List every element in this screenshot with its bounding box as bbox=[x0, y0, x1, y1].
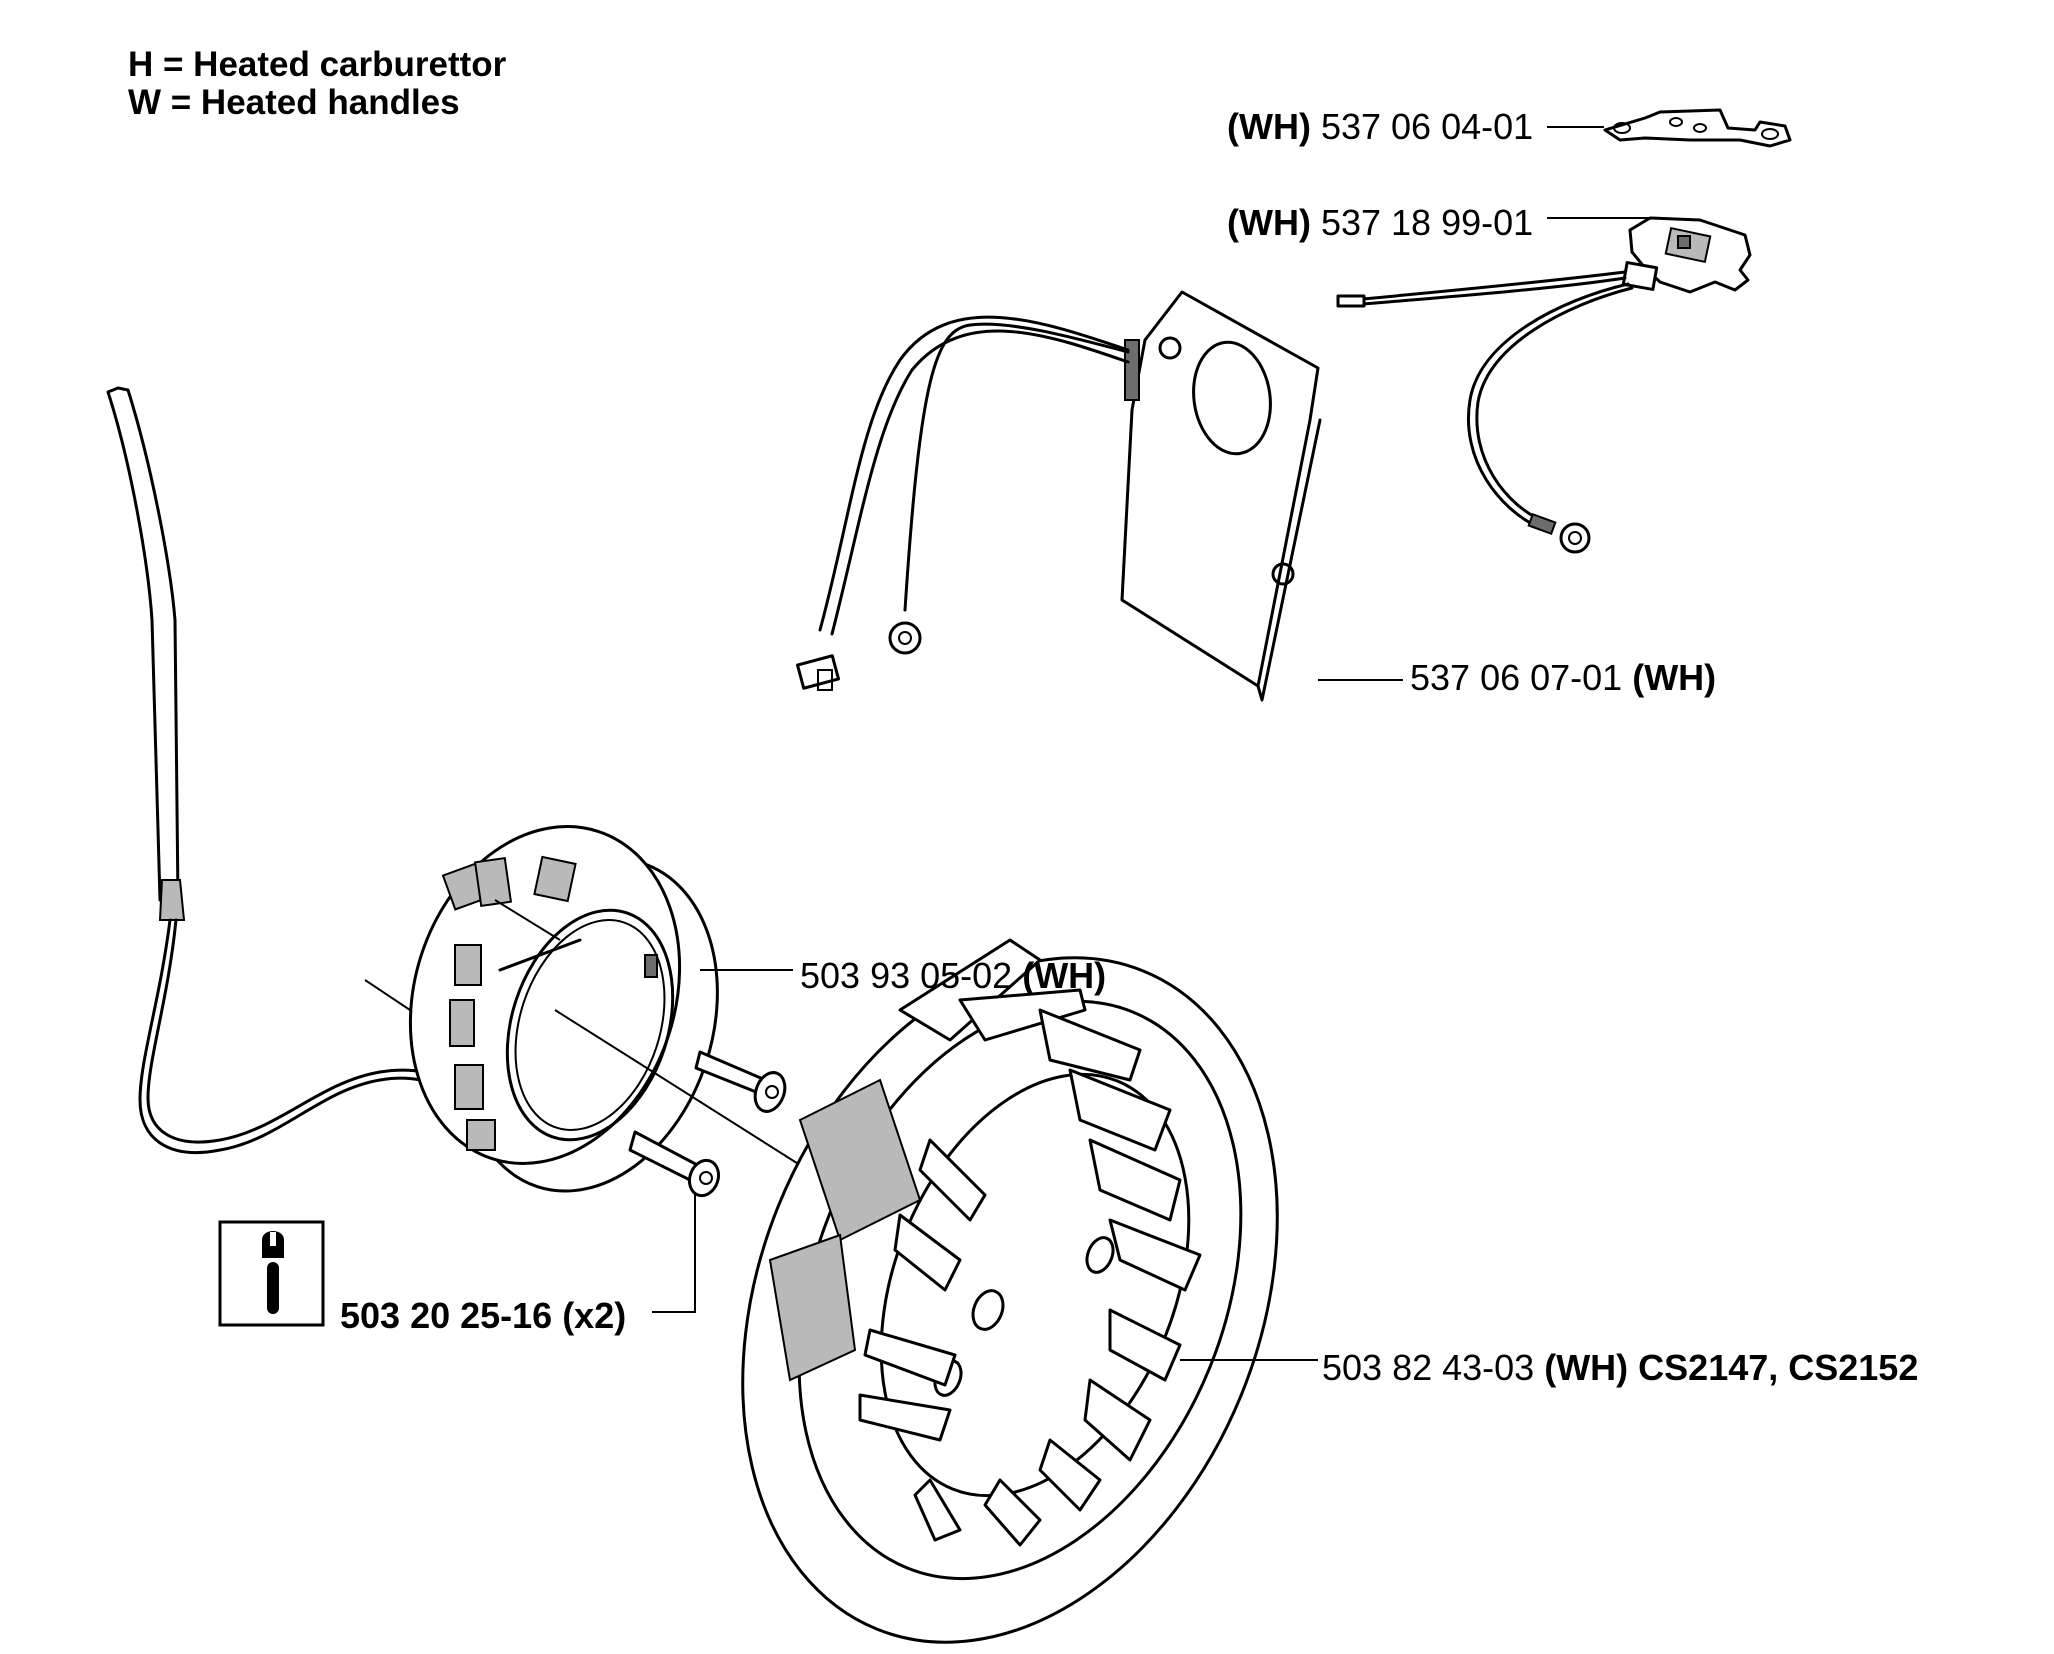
callout-suffix: (WH) bbox=[1632, 657, 1717, 698]
callout-suffix: (WH) CS2147, CS2152 bbox=[1544, 1347, 1919, 1388]
part-number: 503 82 43-03 bbox=[1322, 1347, 1535, 1388]
callout-prefix: (WH) bbox=[1227, 202, 1311, 243]
generator-part bbox=[408, 825, 719, 1193]
callout-gasket-heater: 537 06 07-01 (WH) bbox=[1410, 658, 1716, 698]
flywheel-part bbox=[741, 938, 1279, 1644]
screw-part bbox=[628, 1050, 787, 1198]
part-number: 537 18 99-01 bbox=[1320, 202, 1534, 243]
bracket-part bbox=[1603, 108, 1792, 148]
cable-part bbox=[106, 386, 464, 1155]
switch-part bbox=[1336, 216, 1752, 554]
part-number: 537 06 07-01 bbox=[1410, 657, 1623, 698]
callout-screw: 503 20 25-16 (x2) bbox=[340, 1296, 626, 1336]
gasket-heater-part bbox=[796, 290, 1322, 702]
part-number: 503 20 25-16 (x2) bbox=[340, 1295, 627, 1336]
legend-heated-carburettor: H = Heated carburettor bbox=[128, 45, 507, 84]
part-number: 537 06 04-01 bbox=[1320, 106, 1534, 147]
legend-heated-handles: W = Heated handles bbox=[128, 83, 460, 122]
callout-flywheel: 503 82 43-03 (WH) CS2147, CS2152 bbox=[1322, 1348, 1918, 1388]
callout-bracket: (WH) 537 06 04-01 bbox=[1227, 107, 1533, 147]
callout-prefix: (WH) bbox=[1227, 106, 1311, 147]
wrench-info-icon bbox=[218, 1220, 325, 1327]
part-number: 503 93 05-02 bbox=[800, 955, 1013, 996]
leader-screw bbox=[652, 1192, 696, 1313]
callout-generator: 503 93 05-02 (WH) bbox=[800, 956, 1106, 996]
callout-suffix: (WH) bbox=[1022, 955, 1107, 996]
callout-switch: (WH) 537 18 99-01 bbox=[1227, 203, 1533, 243]
